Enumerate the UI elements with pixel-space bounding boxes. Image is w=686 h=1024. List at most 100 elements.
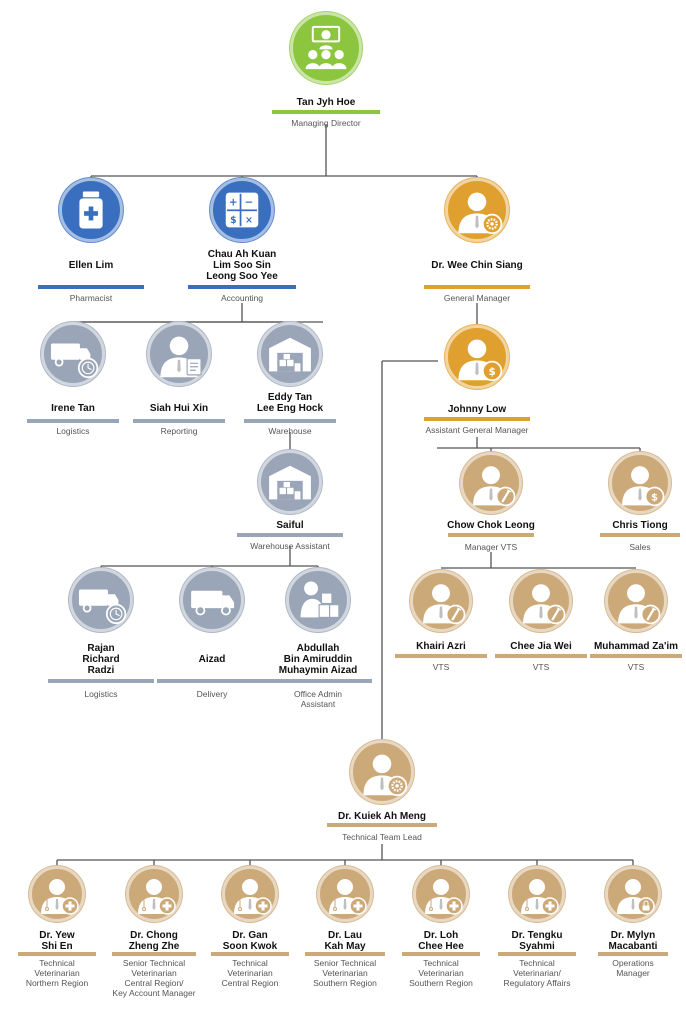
node-name: Dr. Lau Kah May (324, 930, 366, 952)
node-name: Siah Hui Xin (149, 403, 209, 414)
node-role: Technical Veterinarian Northern Region (25, 958, 89, 988)
node-role: Technical Team Lead (342, 832, 422, 842)
node-name: Dr. Mylyn Macabanti (608, 930, 658, 952)
node-role: Assistant General Manager (425, 425, 529, 435)
node-title-bar (157, 679, 267, 683)
node-title-bar (327, 823, 437, 827)
person-medical-icon (222, 866, 278, 922)
svg-text:+: + (229, 196, 238, 208)
node-name: Chau Ah Kuan Lim Soo Sin Leong Soo Yee (206, 249, 278, 282)
person-medical-icon (509, 866, 565, 922)
node-name: Eddy Tan Lee Eng Hock (256, 392, 324, 414)
node-role: Senior Technical Veterinarian Southern R… (313, 958, 377, 988)
person-syringe-icon (510, 570, 572, 632)
node-name: Muhammad Za'im (593, 641, 679, 652)
truck-clock-icon (69, 568, 133, 632)
person-dollar-icon: $ (445, 325, 509, 389)
node-title-bar (598, 952, 668, 956)
medicine-bottle-icon (59, 178, 123, 242)
truck-icon (180, 568, 244, 632)
person-gear-icon (445, 178, 509, 242)
svg-text:$: $ (651, 492, 658, 503)
person-document-icon (147, 322, 211, 386)
node-title-bar (133, 419, 225, 423)
node-role: Manager VTS (464, 542, 518, 552)
person-syringe-icon (605, 570, 667, 632)
node-title-bar (237, 533, 343, 537)
node-title-bar (448, 533, 534, 537)
node-title-bar (27, 419, 119, 423)
person-boxes-icon (286, 568, 350, 632)
node-name: Rajan Richard Radzi (82, 643, 120, 676)
person-lock-icon (605, 866, 661, 922)
node-role: Sales (629, 542, 651, 552)
svg-text:×: × (245, 215, 253, 226)
node-role: Technical Veterinarian Southern Region (409, 958, 473, 988)
node-name: Saiful (276, 520, 304, 531)
node-role: Accounting (220, 293, 264, 303)
node-role: Technical Veterinarian Central Region (221, 958, 279, 988)
truck-clock-icon (41, 322, 105, 386)
node-name: Chee Jia Wei (510, 641, 572, 652)
person-medical-icon (29, 866, 85, 922)
node-title-bar (402, 952, 480, 956)
node-title-bar (18, 952, 96, 956)
node-name: Dr. Kuiek Ah Meng (338, 811, 426, 822)
node-name: Dr. Gan Soon Kwok (222, 930, 278, 952)
person-syringe-icon (410, 570, 472, 632)
node-name: Dr. Yew Shi En (39, 930, 75, 952)
node-title-bar (244, 419, 336, 423)
node-role: VTS (532, 662, 550, 672)
node-name: Khairi Azri (416, 641, 466, 652)
node-name: Dr. Loh Chee Hee (418, 930, 464, 952)
node-title-bar (211, 952, 289, 956)
node-name: Tan Jyh Hoe (296, 97, 356, 108)
person-gear-icon (350, 740, 414, 804)
org-node-t1: Dr. Yew Shi En Technical Veterinarian Nor… (0, 0, 132, 1024)
node-role: Managing Director (291, 118, 361, 128)
person-medical-icon (413, 866, 469, 922)
node-title-bar (188, 285, 296, 289)
svg-text:$: $ (488, 366, 495, 378)
node-title-bar (424, 417, 530, 421)
node-title-bar (600, 533, 680, 537)
node-role: Office Admin Assistant (293, 689, 343, 709)
node-role: Warehouse Assistant (250, 541, 330, 551)
person-syringe-icon (460, 452, 522, 514)
node-role: General Manager (443, 293, 511, 303)
node-name: Chow Chok Leong (447, 520, 535, 531)
svg-text:$: $ (230, 215, 236, 226)
person-medical-icon (317, 866, 373, 922)
node-role: VTS (627, 662, 645, 672)
node-role: Logistics (84, 689, 118, 699)
warehouse-icon (258, 322, 322, 386)
node-name: Dr. Chong Zheng Zhe (128, 930, 180, 952)
node-title-bar (305, 952, 385, 956)
node-title-bar (498, 952, 576, 956)
node-role: Delivery (196, 689, 228, 699)
node-name: Dr. Wee Chin Siang (431, 260, 523, 271)
node-title-bar (38, 285, 144, 289)
node-title-bar (395, 654, 487, 658)
svg-text:−: − (245, 196, 254, 208)
